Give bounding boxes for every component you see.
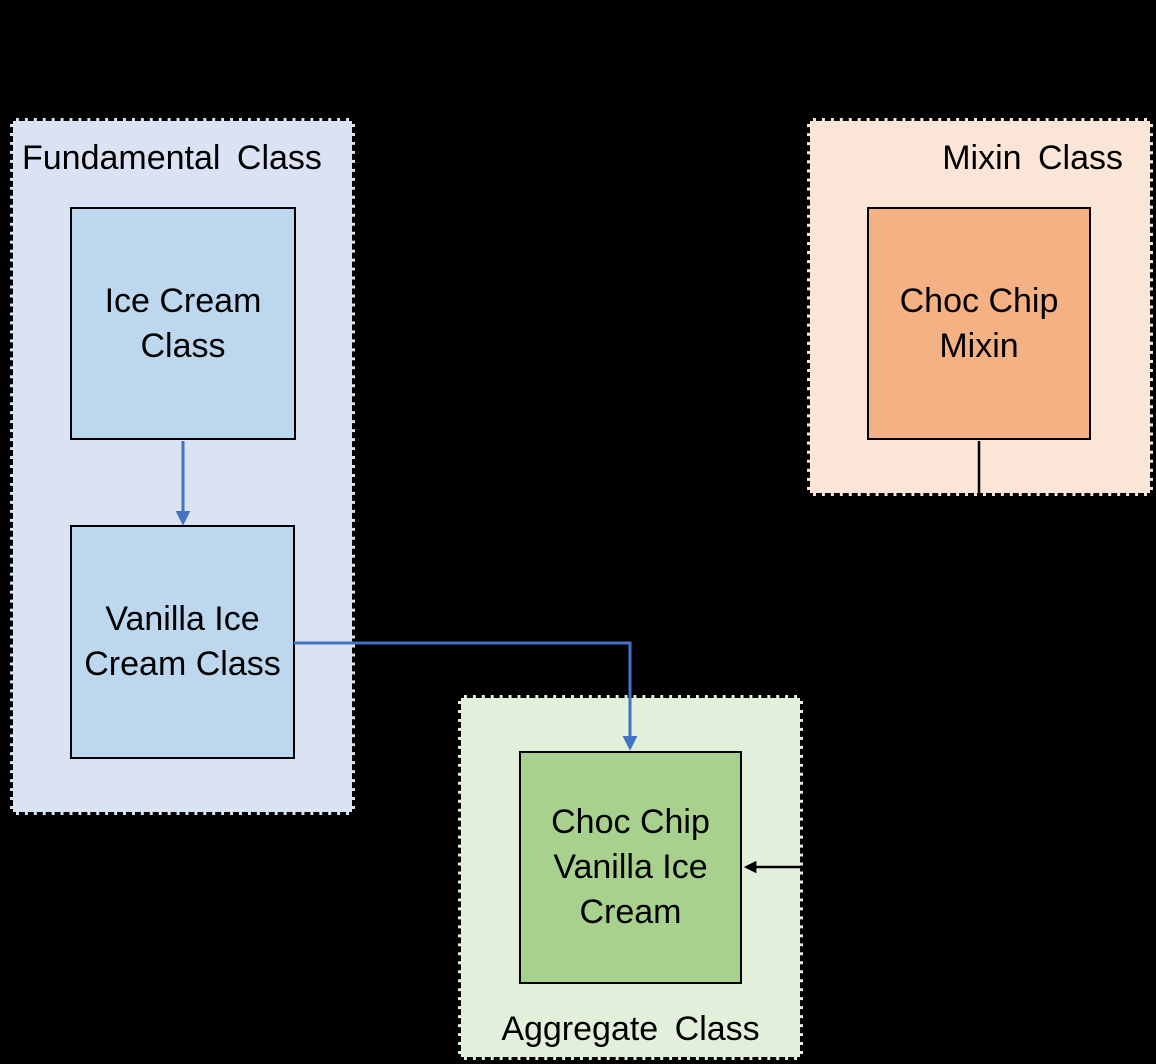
- vanilla-ice-cream-class-box: Vanilla Ice Cream Class: [70, 525, 295, 759]
- fundamental-class-container: Fundamental Class Ice Cream Class Vanill…: [10, 118, 355, 815]
- aggregate-class-label: Aggregate Class: [501, 1010, 760, 1048]
- ice-cream-class-box: Ice Cream Class: [70, 207, 296, 440]
- mixin-class-container: Mixin Class Choc Chip Mixin: [807, 118, 1153, 496]
- choc-chip-vanilla-ice-cream-box: Choc Chip Vanilla Ice Cream: [519, 751, 742, 984]
- mixin-class-label: Mixin Class: [942, 139, 1123, 177]
- aggregate-class-container: Choc Chip Vanilla Ice Cream Aggregate Cl…: [458, 695, 803, 1060]
- choc-chip-mixin-box: Choc Chip Mixin: [867, 207, 1091, 440]
- fundamental-class-label: Fundamental Class: [22, 139, 322, 177]
